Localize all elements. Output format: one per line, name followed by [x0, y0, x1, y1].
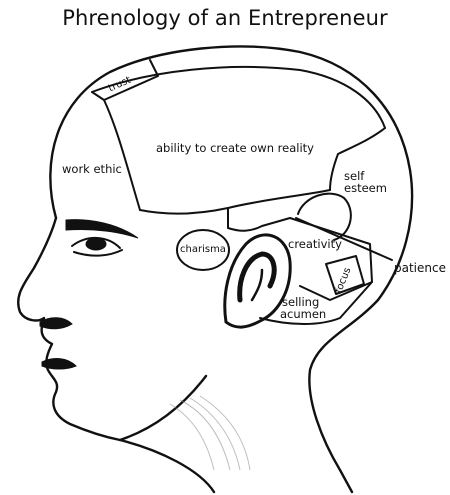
mouth: [39, 317, 77, 370]
trust-region-border: [91, 59, 159, 101]
label-selling-acumen-line2: acumen: [280, 307, 327, 321]
skull-inner-line: [91, 65, 386, 129]
patience-pointer-line: [295, 217, 393, 261]
label-creativity: creativity: [288, 237, 342, 251]
ear: [223, 233, 292, 329]
self-esteem-border: [329, 127, 386, 191]
label-self-esteem-line1: self: [344, 169, 365, 183]
neck-shading: [169, 395, 251, 471]
label-work-ethic: work ethic: [62, 162, 122, 176]
label-ability-to-create-own-reality: ability to create own reality: [156, 141, 314, 155]
eye: [65, 219, 139, 257]
creativity-region-border: [227, 207, 373, 301]
charisma-oval: [176, 229, 230, 271]
label-self-esteem-line2: esteem: [344, 181, 387, 195]
jaw-line: [118, 374, 208, 442]
label-charisma: charisma: [180, 244, 226, 255]
selling-acumen-border: [259, 281, 373, 325]
head-outline: [49, 45, 414, 494]
ability-lower-border: [139, 189, 331, 215]
label-selling-acumen-line1: selling: [282, 295, 320, 309]
work-ethic-divider: [103, 99, 141, 211]
label-patience: patience: [394, 261, 446, 275]
diagram-title: Phrenology of an Entrepreneur: [62, 6, 388, 30]
self-esteem-oval: [297, 192, 352, 241]
focus-region-border: [325, 255, 365, 295]
face-profile: [17, 216, 216, 494]
